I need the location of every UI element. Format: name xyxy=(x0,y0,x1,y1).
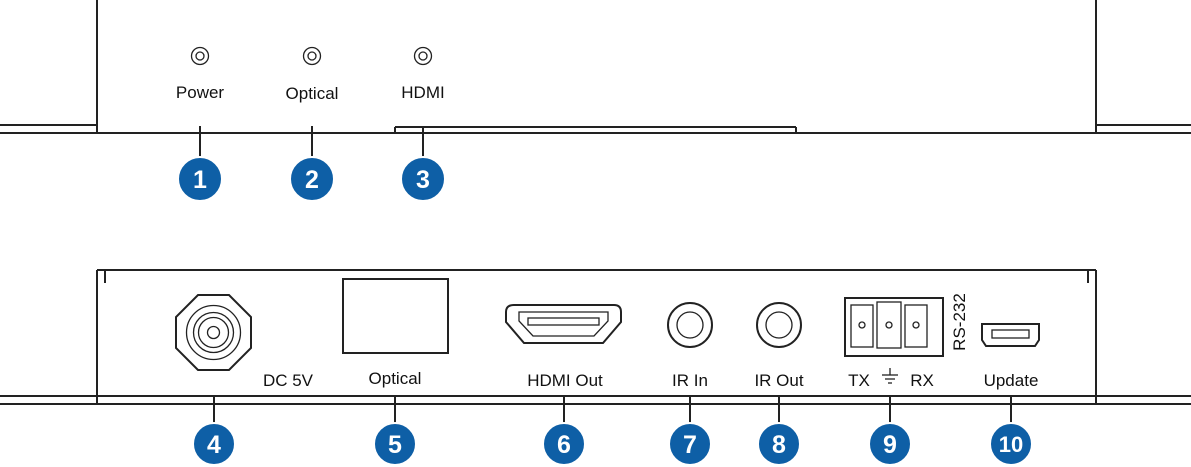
ir-out-label: IR Out xyxy=(754,371,803,390)
svg-text:9: 9 xyxy=(883,431,897,459)
bottom-panel xyxy=(0,269,1191,405)
svg-text:8: 8 xyxy=(772,431,786,459)
rs232-terminal-block xyxy=(844,297,944,357)
dc-5v-label: DC 5V xyxy=(263,371,314,390)
top-panel xyxy=(0,0,1191,134)
callout-4: 4 xyxy=(192,422,236,466)
optical-port-label: Optical xyxy=(369,369,422,388)
update-label: Update xyxy=(984,371,1039,390)
dc-power-jack xyxy=(175,294,252,371)
rs232-label: RS-232 xyxy=(950,293,969,351)
ir-in-jack xyxy=(667,302,713,348)
hdmi-led-label: HDMI xyxy=(401,83,444,102)
ir-in-label: IR In xyxy=(672,371,708,390)
svg-text:4: 4 xyxy=(207,431,221,459)
callout-1: 1 xyxy=(177,156,223,202)
callout-10: 10 xyxy=(989,422,1033,466)
ir-out-jack xyxy=(756,302,802,348)
hdmi-out-label: HDMI Out xyxy=(527,371,603,390)
svg-text:1: 1 xyxy=(193,166,207,194)
svg-text:7: 7 xyxy=(683,431,697,459)
power-led xyxy=(190,46,210,66)
rx-label: RX xyxy=(910,371,934,390)
power-led-label: Power xyxy=(176,83,225,102)
svg-text:6: 6 xyxy=(557,431,571,459)
callout-9: 9 xyxy=(868,422,912,466)
hdmi-out-port xyxy=(505,304,622,344)
optical-port xyxy=(342,278,449,354)
svg-text:10: 10 xyxy=(999,432,1023,457)
ground-icon xyxy=(882,368,898,384)
callout-5: 5 xyxy=(373,422,417,466)
hdmi-led xyxy=(413,46,433,66)
callout-3: 3 xyxy=(400,156,446,202)
svg-text:3: 3 xyxy=(416,166,430,194)
optical-led-label: Optical xyxy=(286,84,339,103)
callout-7: 7 xyxy=(668,422,712,466)
usb-update-port xyxy=(981,323,1040,347)
tx-label: TX xyxy=(848,371,870,390)
callout-6: 6 xyxy=(542,422,586,466)
svg-text:2: 2 xyxy=(305,166,319,194)
callout-2: 2 xyxy=(289,156,335,202)
callout-8: 8 xyxy=(757,422,801,466)
svg-text:5: 5 xyxy=(388,431,402,459)
optical-led xyxy=(302,46,322,66)
